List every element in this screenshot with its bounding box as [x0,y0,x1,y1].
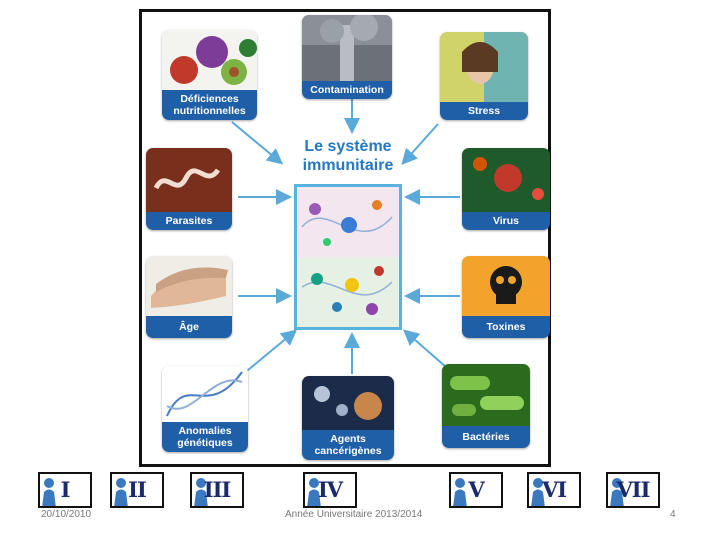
card-label-nutrition: Déficiences nutritionnelles [162,90,257,120]
card-label-bacteries: Bactéries [442,426,530,448]
dna-helix-icon [162,366,248,422]
factory-smoke-icon [302,15,392,81]
virus-icon [462,148,550,212]
card-contamination: Contamination [302,15,392,99]
nav-button-label: III [192,477,242,502]
card-label-stress: Stress [440,102,528,120]
immune-system-figure: Le système immunitaire [139,9,551,467]
immune-cells-illustration [294,184,402,330]
card-genetic-anomalies: Anomalies génétiques [162,366,248,452]
nav-button-6[interactable]: VI [527,472,581,508]
hands-icon [146,256,232,316]
figure-title: Le système immunitaire [283,137,413,175]
page-number: 4 [670,509,676,520]
card-toxines: Toxines [462,256,550,338]
nav-button-label: VI [529,477,579,502]
card-virus: Virus [462,148,550,230]
nav-button-5[interactable]: V [449,472,503,508]
cancer-cells-icon [302,376,394,430]
nav-button-label: I [40,477,90,502]
arrow-nutrition [232,122,280,162]
skull-icon [462,256,550,316]
nav-button-1[interactable]: I [38,472,92,508]
card-label-virus: Virus [462,212,550,230]
parasite-worm-icon [146,148,232,212]
nav-button-label: IV [305,477,355,502]
card-label-toxines: Toxines [462,316,550,338]
card-label-agents: Agents cancérigènes [302,430,394,460]
footer-date: 20/10/2010 [41,509,91,520]
card-label-anomalies: Anomalies génétiques [162,422,248,452]
stressed-person-icon [440,32,528,102]
card-label-parasites: Parasites [146,212,232,230]
cells-diagram-icon [297,187,399,327]
nav-button-4[interactable]: IV [303,472,357,508]
nav-button-label: VII [608,477,658,502]
card-stress: Stress [440,32,528,120]
card-nutritional-deficiencies: Déficiences nutritionnelles [162,30,257,120]
footer-course: Année Universitaire 2013/2014 [285,509,422,520]
nav-button-3[interactable]: III [190,472,244,508]
vegetables-icon [162,30,257,90]
card-age: Âge [146,256,232,338]
nav-button-7[interactable]: VII [606,472,660,508]
card-carcinogenic-agents: Agents cancérigènes [302,376,394,460]
bacteria-icon [442,364,530,426]
card-label-contamination: Contamination [302,81,392,99]
card-label-age: Âge [146,316,232,338]
card-bacteria: Bactéries [442,364,530,448]
nav-button-2[interactable]: II [110,472,164,508]
nav-button-label: V [451,477,501,502]
nav-button-label: II [112,477,162,502]
card-parasites: Parasites [146,148,232,230]
